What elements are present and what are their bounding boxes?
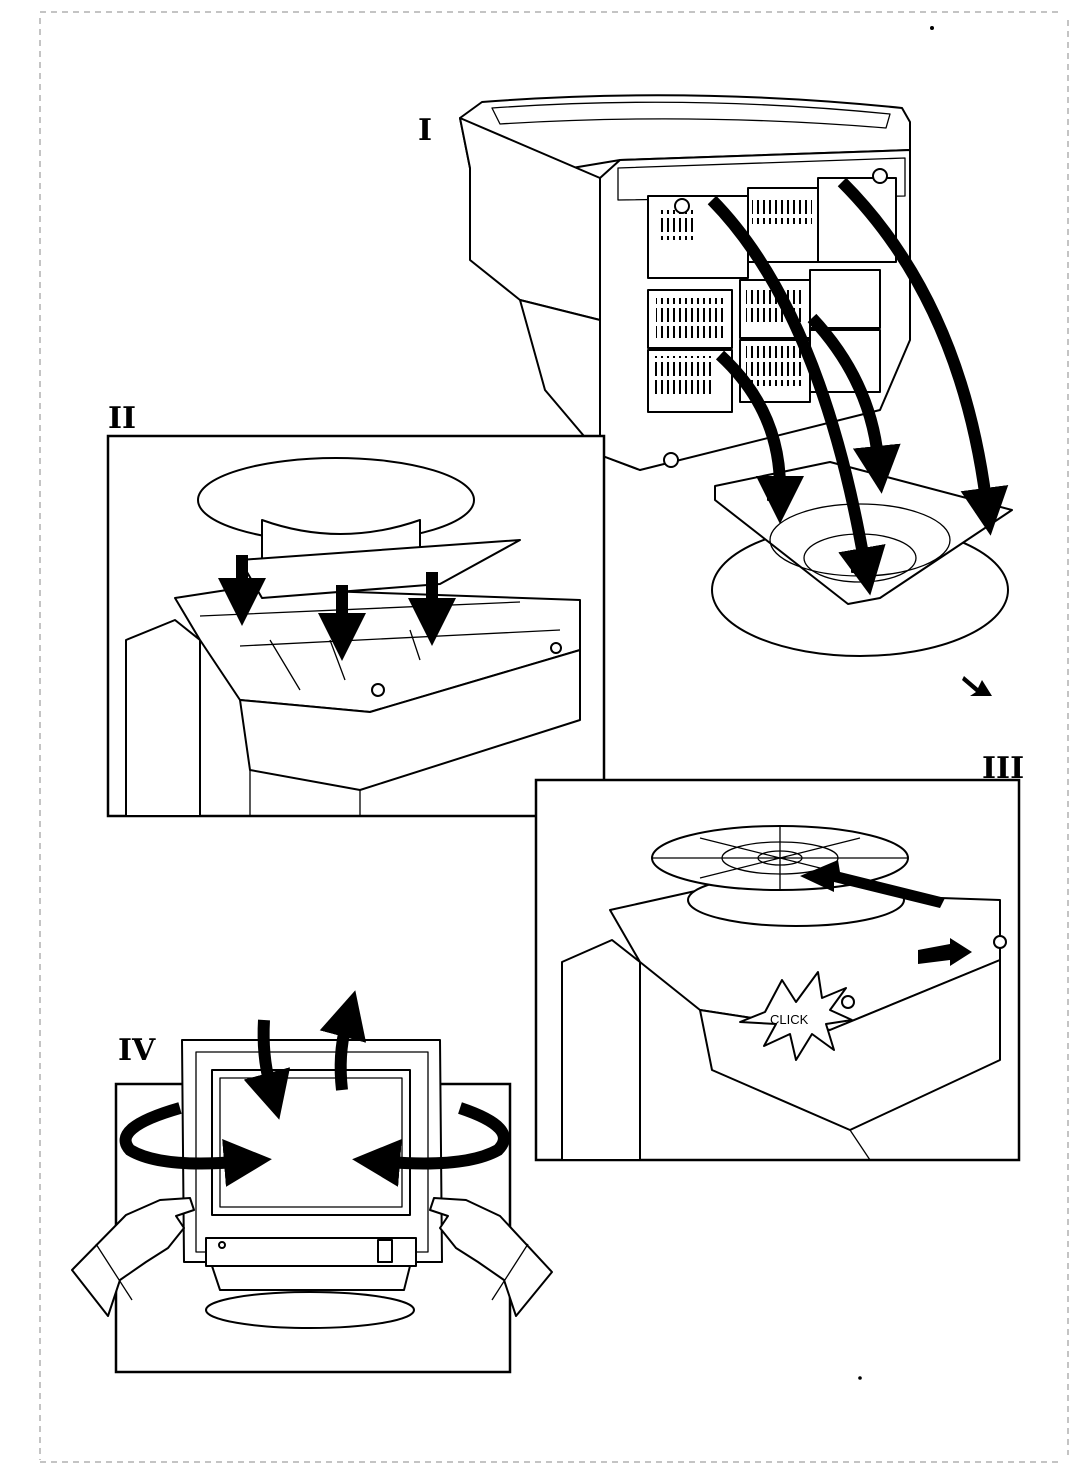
monitor-base xyxy=(205,1291,415,1329)
step-3-illustration: III CLICK xyxy=(534,751,1024,1162)
step-2-illustration: II xyxy=(106,401,606,818)
slide-arrow xyxy=(918,938,972,966)
step-4-illustration: IV xyxy=(71,990,553,1374)
step-4-label: IV xyxy=(118,1033,156,1068)
swivel-left-arrow xyxy=(119,1102,272,1187)
monitor-screen xyxy=(211,1069,411,1216)
step-1-label: I xyxy=(418,113,432,148)
tilt-up-arrow xyxy=(319,990,367,1091)
click-text: CLICK xyxy=(770,1012,809,1027)
tilt-down-arrow xyxy=(243,1019,291,1120)
step-2-down-arrows xyxy=(218,555,456,661)
swivel-base-top xyxy=(197,457,475,543)
monitor-top xyxy=(459,94,911,179)
click-burst xyxy=(739,971,853,1061)
step-2-label: II xyxy=(108,401,136,436)
scan-edges xyxy=(39,11,1069,1463)
step-1-illustration: I xyxy=(418,94,1013,696)
swivel-right-arrow xyxy=(352,1102,510,1187)
right-hand xyxy=(429,1197,553,1317)
push-arrow xyxy=(800,860,945,908)
left-hand xyxy=(71,1197,195,1317)
assembly-arrows xyxy=(707,177,1009,696)
